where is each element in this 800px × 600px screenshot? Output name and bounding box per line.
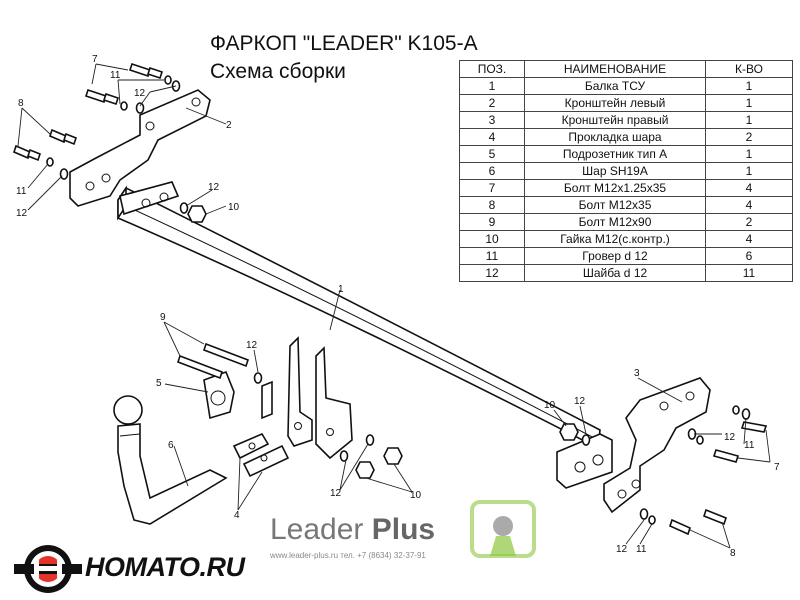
ball-mount-plates bbox=[287, 336, 353, 460]
callout-8-right: 8 bbox=[730, 548, 736, 559]
watermark-text: HOMATO.RU bbox=[85, 552, 245, 582]
callout-11-d: 11 bbox=[636, 544, 647, 555]
brand-name-leader: Leader bbox=[270, 513, 364, 546]
callout-12-f: 12 bbox=[574, 396, 586, 407]
bracket-right bbox=[603, 377, 711, 514]
callout-11-c: 11 bbox=[744, 440, 755, 451]
callout-10-b: 10 bbox=[410, 490, 422, 501]
callout-7-left: 7 bbox=[92, 54, 98, 65]
cell-pos: 3 bbox=[459, 111, 525, 129]
cell-pos: 2 bbox=[459, 94, 525, 112]
cell-pos: 10 bbox=[459, 230, 525, 248]
brand-name-plus: Plus bbox=[363, 513, 436, 546]
cell-pos: 1 bbox=[459, 77, 525, 95]
callout-8-left: 8 bbox=[18, 98, 24, 109]
callout-2: 2 bbox=[226, 120, 232, 131]
cell-pos: 7 bbox=[459, 179, 525, 197]
cell-pos: 9 bbox=[459, 213, 525, 231]
cell-name: Болт М12х90 bbox=[524, 213, 706, 231]
page-title: ФАРКОП "LEADER" K105-A bbox=[210, 32, 478, 55]
cell-qty: 1 bbox=[705, 111, 793, 129]
tow-beam bbox=[117, 181, 613, 489]
callout-12-b: 12 bbox=[16, 208, 28, 219]
cell-qty: 2 bbox=[705, 213, 793, 231]
cell-pos: 8 bbox=[459, 196, 525, 214]
callout-6: 6 bbox=[168, 440, 174, 451]
tow-ball bbox=[113, 395, 228, 525]
cell-name: Болт М12х35 bbox=[524, 196, 706, 214]
cell-name: Кронштейн левый bbox=[524, 94, 706, 112]
col-name: НАИМЕНОВАНИЕ bbox=[524, 60, 706, 78]
cell-name: Гровер d 12 bbox=[524, 247, 706, 265]
cell-pos: 11 bbox=[459, 247, 525, 265]
cell-qty: 4 bbox=[705, 230, 793, 248]
leader-plus-logo-icon bbox=[470, 500, 536, 558]
leader-lines bbox=[17, 63, 771, 549]
cell-name: Болт М12х1.25х35 bbox=[524, 179, 706, 197]
col-qty: К-ВО bbox=[705, 60, 793, 78]
cell-pos: 4 bbox=[459, 128, 525, 146]
callout-5: 5 bbox=[156, 378, 162, 389]
cell-qty: 11 bbox=[705, 264, 793, 282]
cell-name: Шар SH19A bbox=[524, 162, 706, 180]
callout-3: 3 bbox=[634, 368, 640, 379]
brand-name: Leader Plus bbox=[270, 513, 435, 547]
cell-qty: 4 bbox=[705, 196, 793, 214]
cell-qty: 2 bbox=[705, 128, 793, 146]
cell-name: Прокладка шара bbox=[524, 128, 706, 146]
cell-name: Гайка М12(с.контр.) bbox=[524, 230, 706, 248]
callout-4: 4 bbox=[234, 510, 240, 521]
callout-7-right: 7 bbox=[774, 462, 780, 473]
callout-9: 9 bbox=[160, 312, 166, 323]
cell-pos: 12 bbox=[459, 264, 525, 282]
cell-qty: 1 bbox=[705, 94, 793, 112]
cell-name: Подрозетник тип А bbox=[524, 145, 706, 163]
callout-labels: 1 2 3 4 5 6 7 7 8 8 9 10 10 10 11 11 11 … bbox=[16, 54, 780, 559]
callout-12-d: 12 bbox=[246, 340, 258, 351]
callout-12-a: 12 bbox=[134, 88, 146, 99]
callout-12-c: 12 bbox=[208, 182, 220, 193]
bracket-left bbox=[69, 89, 211, 207]
callout-1: 1 bbox=[338, 284, 344, 295]
fasteners bbox=[13, 62, 768, 536]
parts-table-header: ПОЗ. НАИМЕНОВАНИЕ К-ВО bbox=[459, 60, 793, 78]
callout-12-g: 12 bbox=[724, 432, 736, 443]
page-subtitle: Схема сборки bbox=[210, 60, 346, 83]
cell-name: Шайба d 12 bbox=[524, 264, 706, 282]
cell-name: Балка ТСУ bbox=[524, 77, 706, 95]
cell-pos: 5 bbox=[459, 145, 525, 163]
brand-contacts: www.leader-plus.ru тел. +7 (8634) 32-37-… bbox=[270, 551, 426, 560]
callout-12-h: 12 bbox=[616, 544, 628, 555]
ball-shims bbox=[232, 432, 290, 478]
cell-qty: 1 bbox=[705, 77, 793, 95]
cell-pos: 6 bbox=[459, 162, 525, 180]
homato-logo-icon bbox=[14, 545, 82, 593]
cell-name: Кронштейн правый bbox=[524, 111, 706, 129]
callout-11-a: 11 bbox=[110, 70, 121, 81]
callout-10-a: 10 bbox=[228, 202, 240, 213]
col-pos: ПОЗ. bbox=[459, 60, 525, 78]
cell-qty: 6 bbox=[705, 247, 793, 265]
cell-qty: 1 bbox=[705, 145, 793, 163]
cell-qty: 4 bbox=[705, 179, 793, 197]
callout-10-c: 10 bbox=[544, 400, 556, 411]
cell-qty: 1 bbox=[705, 162, 793, 180]
callout-12-e: 12 bbox=[330, 488, 342, 499]
callout-11-b: 11 bbox=[16, 186, 27, 197]
